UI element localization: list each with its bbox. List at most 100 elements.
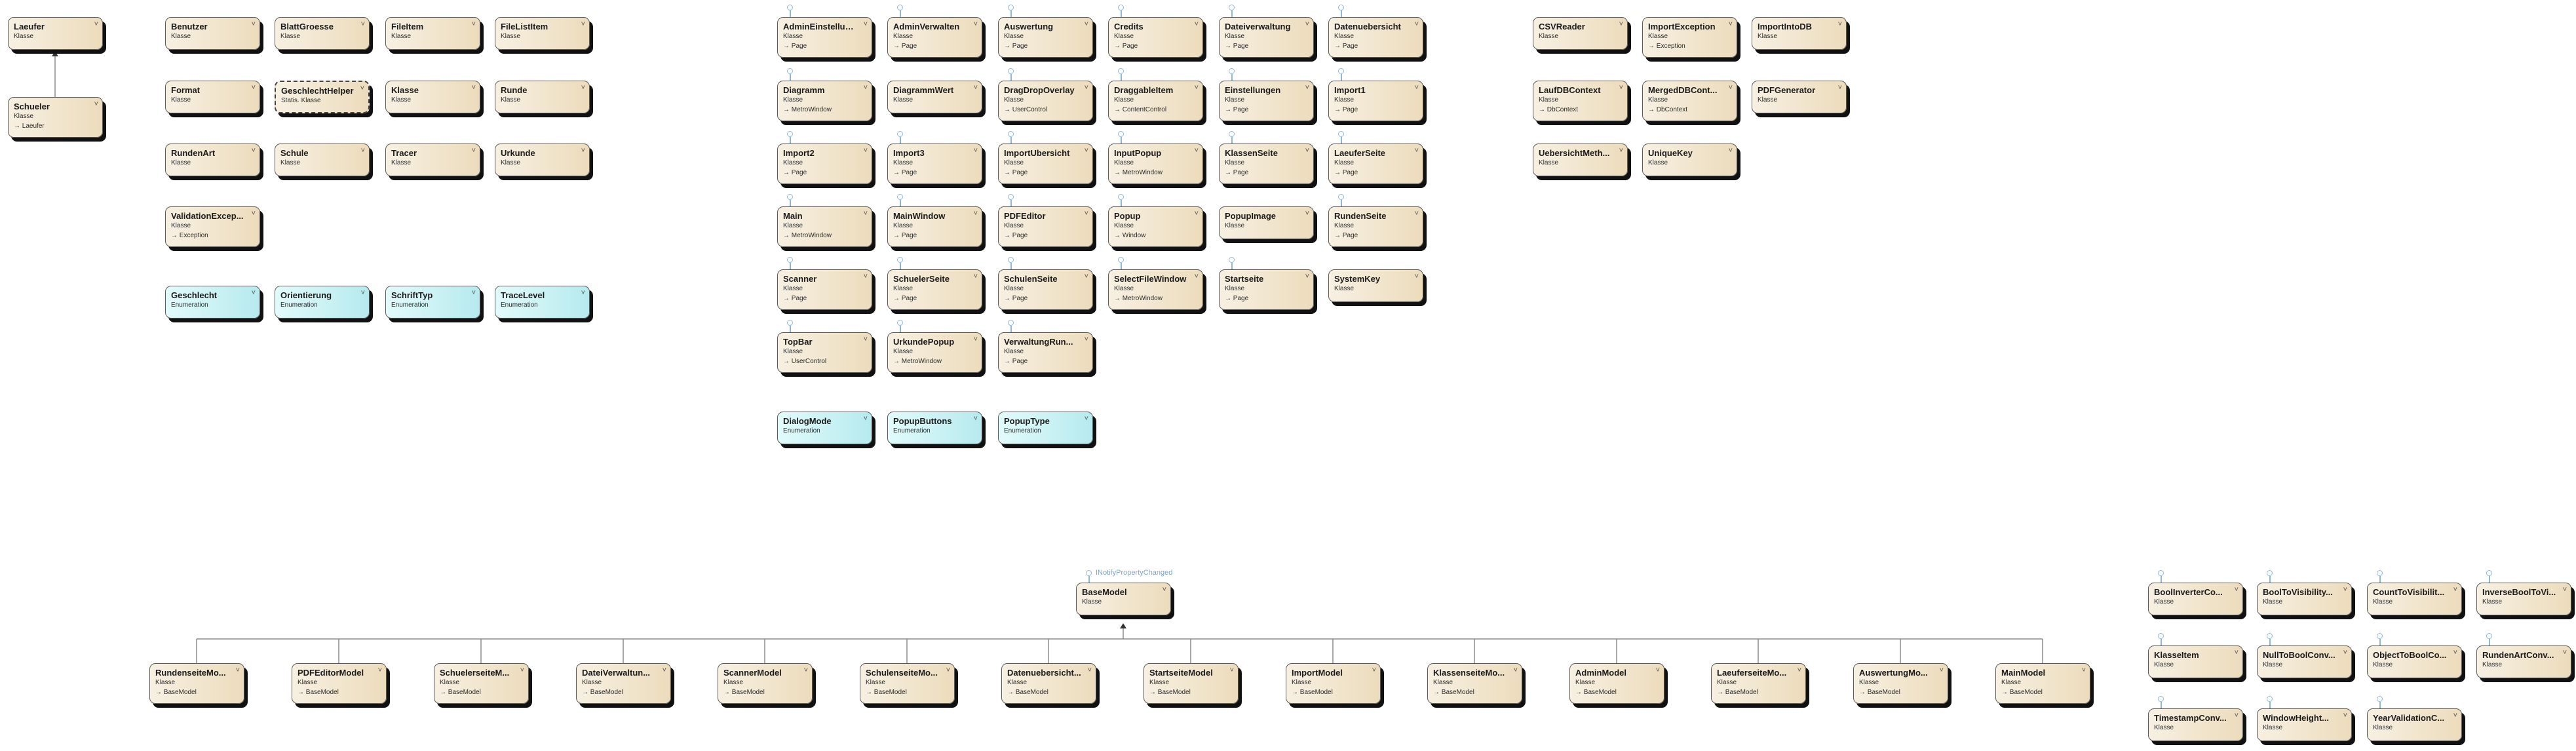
class-box-rundenartconv[interactable]: RundenArtConv...Klasse˅ — [2476, 645, 2571, 678]
class-box-objecttoboolco[interactable]: ObjectToBoolCo...Klasse˅ — [2367, 645, 2462, 678]
expand-chevron-icon[interactable]: ˅ — [235, 666, 240, 674]
expand-chevron-icon[interactable]: ˅ — [1414, 84, 1419, 92]
class-box-verwaltungrun[interactable]: VerwaltungRun...Klasse→ Page˅ — [998, 332, 1093, 373]
expand-chevron-icon[interactable]: ˅ — [1305, 147, 1309, 155]
expand-chevron-icon[interactable]: ˅ — [94, 20, 98, 28]
class-box-nulltoboolconv[interactable]: NullToBoolConv...Klasse˅ — [2257, 645, 2352, 678]
class-box-boolinverterco[interactable]: BoolInverterCo...Klasse˅ — [2148, 583, 2243, 615]
expand-chevron-icon[interactable]: ˅ — [2234, 712, 2239, 720]
expand-chevron-icon[interactable]: ˅ — [360, 147, 365, 155]
expand-chevron-icon[interactable]: ˅ — [2453, 712, 2457, 720]
expand-chevron-icon[interactable]: ˅ — [1084, 84, 1088, 92]
expand-chevron-icon[interactable]: ˅ — [1084, 336, 1088, 343]
class-box-klassenseitemo[interactable]: KlassenseiteMo...Klasse→ BaseModel˅ — [1427, 663, 1522, 704]
expand-chevron-icon[interactable]: ˅ — [1837, 84, 1842, 92]
expand-chevron-icon[interactable]: ˅ — [1305, 20, 1309, 28]
class-box-admineinstellun[interactable]: AdminEinstellun...Klasse→ Page˅ — [777, 17, 872, 58]
expand-chevron-icon[interactable]: ˅ — [471, 20, 476, 28]
class-box-dateiverwaltun[interactable]: DateiVerwaltun...Klasse→ BaseModel˅ — [576, 663, 671, 704]
expand-chevron-icon[interactable]: ˅ — [360, 289, 365, 297]
expand-chevron-icon[interactable]: ˅ — [1414, 210, 1419, 218]
expand-chevron-icon[interactable]: ˅ — [2453, 649, 2457, 657]
expand-chevron-icon[interactable]: ˅ — [251, 210, 256, 218]
expand-chevron-icon[interactable]: ˅ — [471, 289, 476, 297]
class-box-yearvalidationc[interactable]: YearValidationC...Klasse˅ — [2367, 708, 2462, 741]
expand-chevron-icon[interactable]: ˅ — [2562, 586, 2567, 594]
expand-chevron-icon[interactable]: ˅ — [973, 415, 978, 423]
expand-chevron-icon[interactable]: ˅ — [863, 147, 868, 155]
expand-chevron-icon[interactable]: ˅ — [863, 84, 868, 92]
class-box-uebersichtmeth[interactable]: UebersichtMeth...Klasse˅ — [1533, 144, 1628, 176]
expand-chevron-icon[interactable]: ˅ — [1194, 147, 1199, 155]
expand-chevron-icon[interactable]: ˅ — [1084, 273, 1088, 280]
expand-chevron-icon[interactable]: ˅ — [251, 20, 256, 28]
expand-chevron-icon[interactable]: ˅ — [1084, 20, 1088, 28]
expand-chevron-icon[interactable]: ˅ — [2562, 649, 2567, 657]
expand-chevron-icon[interactable]: ˅ — [973, 336, 978, 343]
expand-chevron-icon[interactable]: ˅ — [360, 20, 365, 28]
expand-chevron-icon[interactable]: ˅ — [1728, 147, 1733, 155]
expand-chevron-icon[interactable]: ˅ — [2081, 666, 2086, 674]
expand-chevron-icon[interactable]: ˅ — [1305, 84, 1309, 92]
class-box-mergeddbcont[interactable]: MergedDBCont...Klasse→ DbContext˅ — [1642, 81, 1737, 121]
expand-chevron-icon[interactable]: ˅ — [581, 84, 585, 92]
expand-chevron-icon[interactable]: ˅ — [2453, 586, 2457, 594]
expand-chevron-icon[interactable]: ˅ — [2343, 712, 2347, 720]
expand-chevron-icon[interactable]: ˅ — [803, 666, 808, 674]
expand-chevron-icon[interactable]: ˅ — [1084, 147, 1088, 155]
expand-chevron-icon[interactable]: ˅ — [1837, 20, 1842, 28]
expand-chevron-icon[interactable]: ˅ — [1728, 84, 1733, 92]
expand-chevron-icon[interactable]: ˅ — [1414, 20, 1419, 28]
expand-chevron-icon[interactable]: ˅ — [1619, 147, 1623, 155]
expand-chevron-icon[interactable]: ˅ — [1229, 666, 1234, 674]
expand-chevron-icon[interactable]: ˅ — [973, 147, 978, 155]
expand-chevron-icon[interactable]: ˅ — [1194, 273, 1199, 280]
expand-chevron-icon[interactable]: ˅ — [251, 84, 256, 92]
expand-chevron-icon[interactable]: ˅ — [377, 666, 382, 674]
class-box-booltovisibility[interactable]: BoolToVisibility...Klasse˅ — [2257, 583, 2352, 615]
expand-chevron-icon[interactable]: ˅ — [471, 147, 476, 155]
expand-chevron-icon[interactable]: ˅ — [471, 84, 476, 92]
expand-chevron-icon[interactable]: ˅ — [1162, 586, 1166, 594]
expand-chevron-icon[interactable]: ˅ — [1194, 84, 1199, 92]
class-box-counttovisibilit[interactable]: CountToVisibilit...Klasse˅ — [2367, 583, 2462, 615]
expand-chevron-icon[interactable]: ˅ — [1084, 210, 1088, 218]
expand-chevron-icon[interactable]: ˅ — [94, 100, 98, 108]
expand-chevron-icon[interactable]: ˅ — [973, 210, 978, 218]
expand-chevron-icon[interactable]: ˅ — [946, 666, 950, 674]
expand-chevron-icon[interactable]: ˅ — [1194, 20, 1199, 28]
